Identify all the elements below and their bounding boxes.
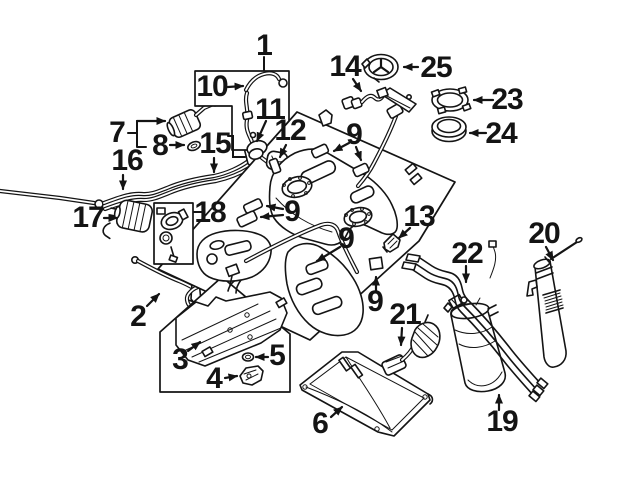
callout-label-2-1: 2 [130,300,147,333]
callout-9b-arrow-2 [259,212,285,221]
callout-label-5-4: 5 [269,339,286,372]
callout-11-arrow [255,119,268,143]
callout-7-bracket [127,120,147,148]
callout-label-22-24: 22 [451,237,483,270]
callout-label-7-6: 7 [109,116,126,149]
callout-label-3-2: 3 [172,343,189,376]
callout-12-arrow [278,143,288,159]
callout-label-9-11: 9 [367,285,384,318]
callout-label-8-7: 8 [152,129,169,162]
callout-label-23-25: 23 [491,83,523,116]
tank-sender-ring-left [281,175,313,199]
heat-shield-3 [175,278,288,367]
vent-fitting [318,109,333,127]
callout-label-1-0: 1 [256,29,273,62]
skid-plate-6 [299,351,434,437]
callout-label-12-14: 12 [274,114,306,147]
callout-20-arrow [544,245,555,262]
callout-label-11-13: 11 [255,93,286,126]
fuel-tank-body [196,148,423,337]
filler-tube-20 [526,236,583,368]
callout-2-arrow [145,292,161,308]
clip-13 [382,233,401,253]
callout-21-arrow [397,326,406,347]
tank-seal-24 [431,116,467,143]
callout-label-21-23: 21 [389,298,421,331]
sender-valve-11 [246,131,276,170]
callout-3-arrow [186,340,202,353]
callout-4-arrow [223,373,239,382]
tank-bottom-lobe [284,242,364,337]
o-ring-5 [241,352,255,362]
callout-label-24-26: 24 [485,117,517,150]
callout-label-9-8: 9 [346,118,363,151]
harness-grommet-21 [381,314,441,376]
callout-label-13-15: 13 [403,200,435,233]
callout-label-4-3: 4 [206,362,223,395]
tube-bundle-22 [401,240,549,403]
callout-label-20-22: 20 [528,217,560,250]
callout-9b-arrow-1 [265,203,285,212]
vent-hose-10 [241,71,288,145]
fuel-cap-25 [361,53,399,83]
callout-label-15-17: 15 [199,127,231,160]
lock-ring-23 [430,86,472,115]
callout-label-9-9: 9 [284,195,301,228]
callout-6-arrow [329,405,344,419]
callout-label-6-5: 6 [312,407,329,440]
insulator-pads-9 [236,143,384,271]
callout-13-arrow [397,226,412,240]
callout-15-bracket [227,135,246,158]
callout-14-arrow [351,77,363,93]
callout-label-14-16: 14 [329,50,361,83]
callout-label-25-27: 25 [420,51,452,84]
box-item-18 [153,202,194,265]
o-ring-8 [186,140,202,152]
callout-10-arrow [226,82,245,91]
bracket-4 [239,365,264,386]
callout-label-18-20: 18 [194,196,226,229]
callout-label-9-10: 9 [338,222,355,255]
box-items-3-4-5 [159,276,291,393]
callout-9a-arrow-2 [354,145,363,162]
tank-left-lobe [196,229,272,286]
callout-label-10-12: 10 [196,70,228,103]
tank-sender-ring-right [343,206,373,228]
callout-9a-arrow-1 [332,141,351,153]
callout-label-19-21: 19 [486,405,518,438]
callout-arrows [102,56,555,419]
callout-9c-arrow [315,245,342,263]
sender-harness-14 [341,86,417,113]
callout-label-16-18: 16 [111,144,143,177]
callout-label-17-19: 17 [72,201,104,234]
